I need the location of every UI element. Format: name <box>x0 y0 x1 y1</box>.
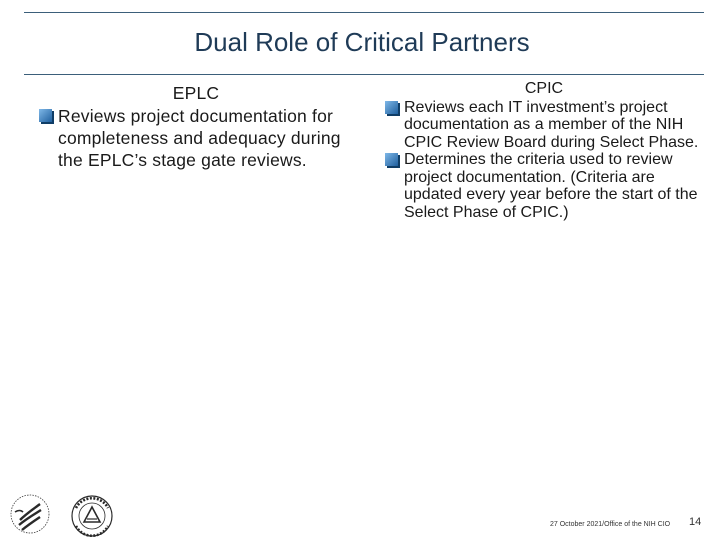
square-bullet-icon <box>385 153 400 168</box>
square-bullet-icon <box>39 109 54 124</box>
footer-text: 27 October 2021/Office of the NIH CIO <box>550 521 671 528</box>
list-item: Reviews each IT investment’s project doc… <box>384 99 704 152</box>
right-column: CPIC Reviews each IT investment’s projec… <box>384 80 704 221</box>
top-divider <box>24 12 704 13</box>
left-column: EPLC Reviews project documentation for c… <box>38 82 358 171</box>
right-column-heading: CPIC <box>524 80 564 97</box>
slide-title: Dual Role of Critical Partners <box>194 27 530 57</box>
footer-logos <box>10 494 113 538</box>
list-item: Determines the criteria used to review p… <box>384 151 704 221</box>
title-divider <box>24 74 704 75</box>
left-column-heading: EPLC <box>172 83 220 103</box>
nih-seal-logo <box>71 495 113 538</box>
bullet-text: Determines the criteria used to review p… <box>404 151 698 221</box>
page-number: 14 <box>689 516 702 528</box>
hhs-eagle-logo <box>10 494 50 534</box>
list-item: Reviews project documentation for comple… <box>38 105 358 171</box>
bullet-text: Reviews project documentation for comple… <box>58 106 341 170</box>
bullet-text: Reviews each IT investment’s project doc… <box>404 98 699 151</box>
square-bullet-icon <box>385 100 400 116</box>
